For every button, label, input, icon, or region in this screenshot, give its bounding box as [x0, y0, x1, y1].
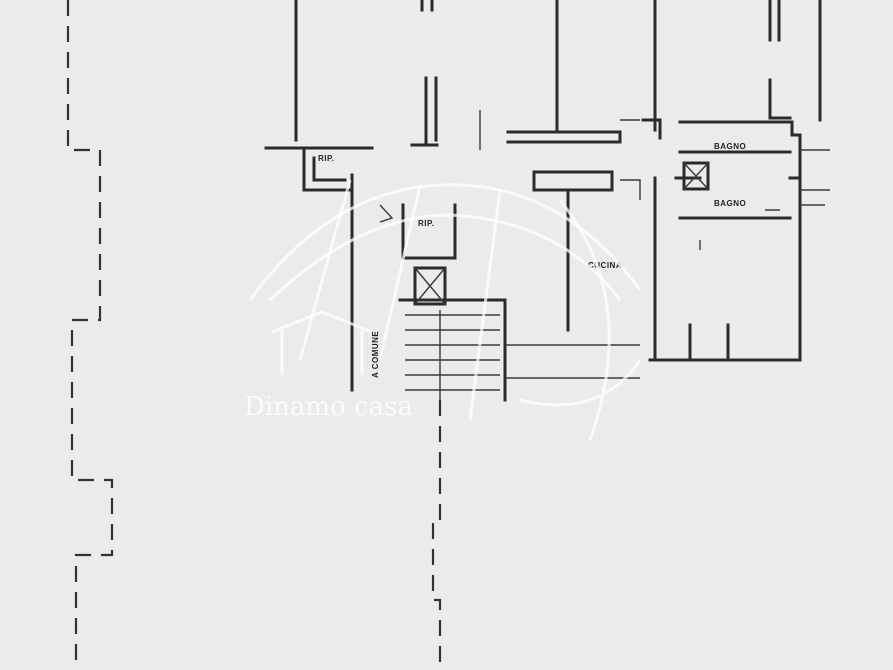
label-rip-top: RIP.	[318, 154, 335, 163]
stair-treads	[405, 310, 500, 400]
elevator-shaft	[413, 266, 447, 306]
property-boundary-dashed	[66, 0, 442, 670]
label-bagno-1: BAGNO	[714, 142, 746, 151]
watermark-text: Dinamo casa	[244, 392, 413, 422]
door-swings	[379, 110, 830, 379]
shaft-bagno	[682, 161, 710, 191]
label-bagno-2: BAGNO	[714, 199, 746, 208]
label-cucina: CUCINA	[588, 261, 622, 270]
label-rip-mid: RIP.	[418, 219, 435, 228]
watermark-logo: Dinamo casa	[244, 179, 642, 441]
exterior-walls	[264, 0, 822, 402]
label-a-comune: A COMUNE	[371, 331, 380, 378]
